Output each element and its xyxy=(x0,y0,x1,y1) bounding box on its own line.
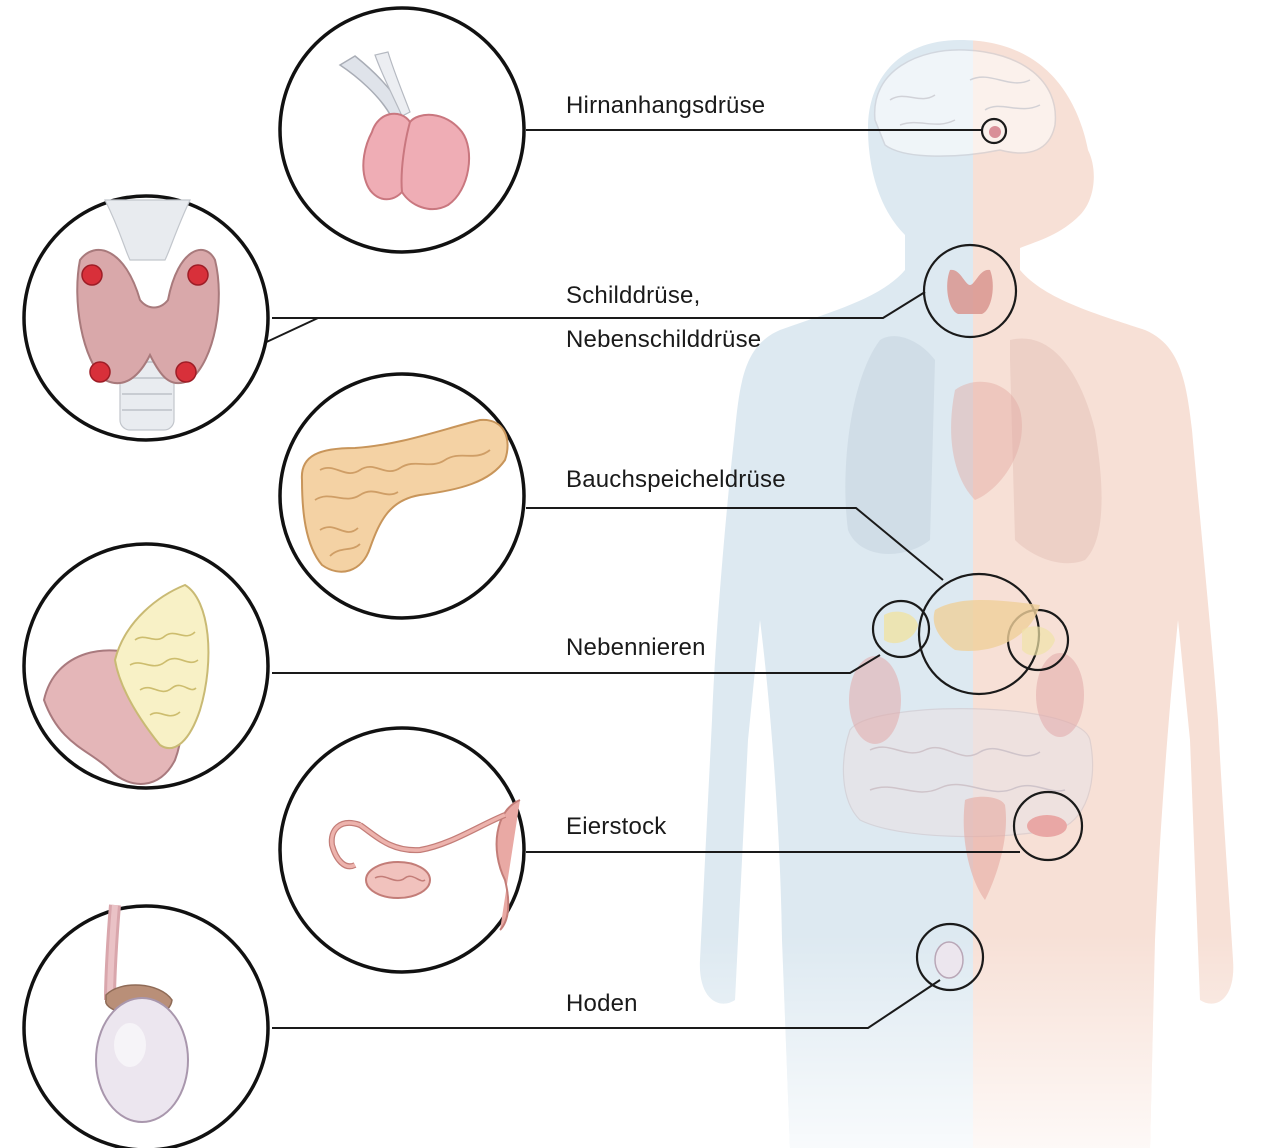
ovary-icon xyxy=(280,728,524,972)
label-testis: Hoden xyxy=(566,990,638,1018)
pituitary-gland-icon xyxy=(280,8,524,252)
label-pituitary: Hirnanhangsdrüse xyxy=(566,92,765,120)
human-body-silhouette xyxy=(680,30,1260,1148)
label-thyroid: Schilddrüse, xyxy=(566,282,700,310)
adrenal-gland-icon xyxy=(24,544,268,788)
label-ovary: Eierstock xyxy=(566,813,667,841)
thyroid-gland-icon xyxy=(24,196,268,440)
label-adrenal: Nebennieren xyxy=(566,634,706,662)
label-pancreas: Bauchspeicheldrüse xyxy=(566,466,786,494)
testis-mini-icon xyxy=(935,942,963,978)
label-parathyroid: Nebenschilddrüse xyxy=(566,326,761,354)
pancreas-icon xyxy=(280,374,524,618)
testis-icon xyxy=(24,905,268,1148)
ovary-mini-icon xyxy=(1027,815,1067,837)
pituitary-mini-icon xyxy=(989,126,1001,138)
